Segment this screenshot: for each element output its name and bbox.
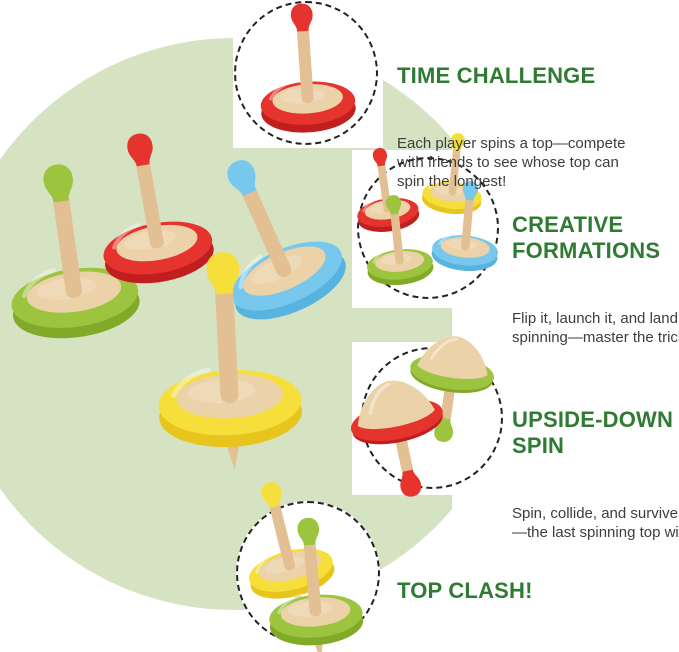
callout-circle-top-clash [236,501,380,645]
feature-title: TIME CHALLENGE [397,63,596,88]
hero-green-circle [0,38,458,610]
feature-description: Flip it, launch it, and land it spinning… [512,310,679,346]
hero-circle-clip [0,38,458,610]
feature-description: Each player spins a top—compete with fri… [397,135,626,190]
feature-time-challenge: TIME CHALLENGE Each player spins a top—c… [397,27,625,227]
feature-title: TOP CLASH! [397,578,533,603]
feature-upside-down-spin: UPSIDE-DOWN SPIN Spin, collide, and surv… [512,371,679,578]
callout-circle-upside-down-spin [361,347,503,489]
feature-title: CREATIVE FORMATIONS [512,212,661,263]
feature-description: Spin, collide, and survive—the last spin… [397,649,626,652]
feature-description: Spin, collide, and survive —the last spi… [512,505,679,541]
feature-top-clash: TOP CLASH! Spin, collide, and survive—th… [397,542,626,652]
feature-creative-formations: CREATIVE FORMATIONS Flip it, launch it, … [512,176,679,383]
callout-circle-time-challenge [234,1,378,145]
right-column-background [452,0,679,652]
feature-title: UPSIDE-DOWN SPIN [512,407,674,458]
